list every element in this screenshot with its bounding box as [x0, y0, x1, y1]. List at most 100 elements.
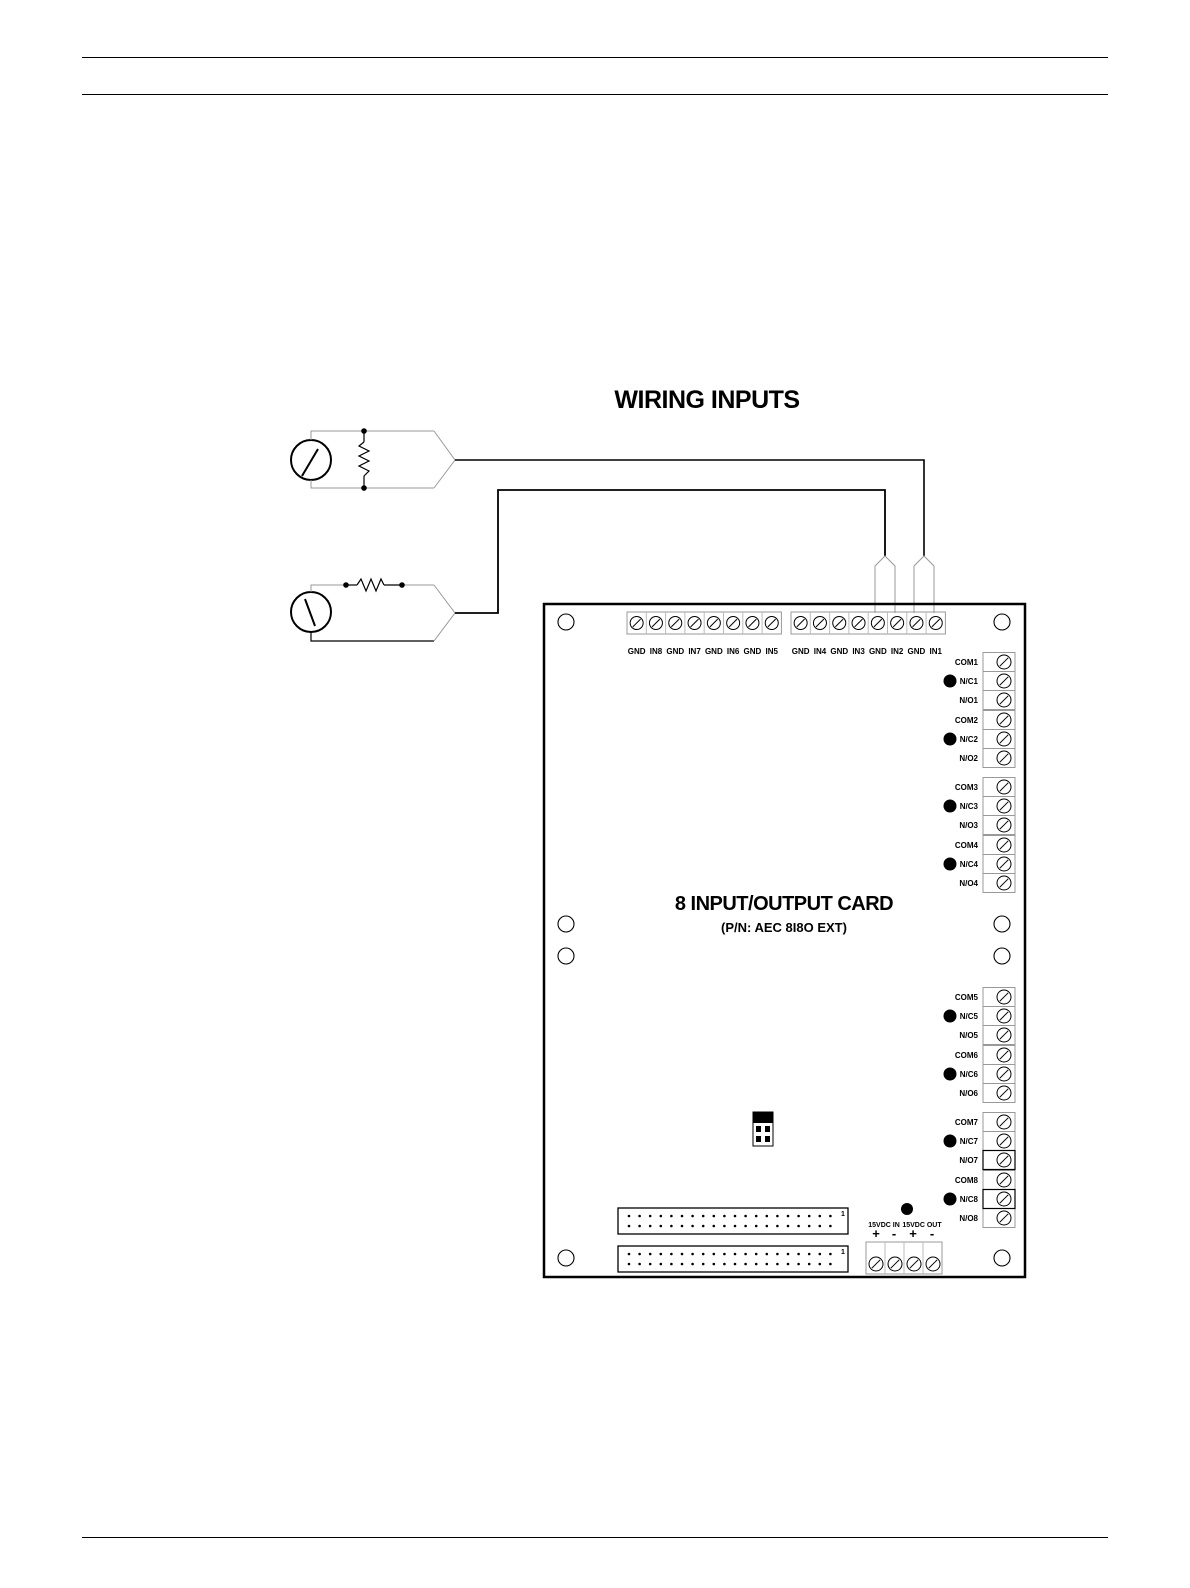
relay-screw-no4: [997, 876, 1011, 890]
terminal-label-gnd: GND: [705, 647, 723, 656]
relay-label-com1: COM1: [955, 658, 979, 667]
relay-screw-nc1: [997, 674, 1011, 688]
terminal-screw-gnd: [794, 617, 807, 630]
terminal-label-in2: IN2: [891, 647, 904, 656]
terminal-screw-in8: [649, 617, 662, 630]
relay-label-no4: N/O4: [959, 879, 978, 888]
wire-1: [455, 460, 924, 556]
input-device-1: [291, 431, 924, 556]
terminal-label-gnd: GND: [869, 647, 887, 656]
power-screw-3: [907, 1257, 921, 1271]
relay-led-5: [944, 1010, 957, 1023]
terminal-label-gnd: GND: [792, 647, 810, 656]
relay-label-com4: COM4: [955, 841, 979, 850]
relay-screw-com5: [997, 990, 1011, 1004]
relay-screw-no2: [997, 751, 1011, 765]
relay-label-no3: N/O3: [959, 821, 978, 830]
relay-screw-com8: [997, 1173, 1011, 1187]
terminal-label-gnd: GND: [744, 647, 762, 656]
relay-screw-com3: [997, 780, 1011, 794]
relay-label-com7: COM7: [955, 1118, 979, 1127]
terminal-screw-gnd: [630, 617, 643, 630]
power-out-plus: +: [909, 1226, 917, 1241]
relay-screw-com4: [997, 838, 1011, 852]
relay-label-nc4: N/C4: [960, 860, 979, 869]
relay-screw-no7: [997, 1153, 1011, 1167]
relay-led-4: [944, 858, 957, 871]
terminal-screw-gnd: [833, 617, 846, 630]
terminal-screw-gnd: [910, 617, 923, 630]
relay-label-nc3: N/C3: [960, 802, 979, 811]
relay-screw-com1: [997, 655, 1011, 669]
relay-label-nc7: N/C7: [960, 1137, 979, 1146]
relay-screw-nc5: [997, 1009, 1011, 1023]
relay-led-2: [944, 733, 957, 746]
terminal-label-gnd: GND: [628, 647, 646, 656]
relay-label-com5: COM5: [955, 993, 979, 1002]
mounting-holes: [558, 614, 1010, 1266]
relay-screw-no1: [997, 693, 1011, 707]
relay-label-nc1: N/C1: [960, 677, 979, 686]
parallel-resistor-icon: [359, 442, 369, 476]
relay-label-no1: N/O1: [959, 696, 978, 705]
power-terminal-block: [866, 1242, 942, 1274]
wire-2: [455, 490, 885, 613]
diagram-title: WIRING INPUTS: [614, 386, 799, 414]
power-in-plus: +: [872, 1226, 880, 1241]
relay-screw-no6: [997, 1086, 1011, 1100]
terminal-screw-in3: [852, 617, 865, 630]
terminal-screw-gnd: [746, 617, 759, 630]
power-out-minus: -: [930, 1226, 934, 1241]
terminal-screw-gnd: [669, 617, 682, 630]
relay-screw-nc2: [997, 732, 1011, 746]
relay-screw-com2: [997, 713, 1011, 727]
card-title: 8 INPUT/OUTPUT CARD: [675, 893, 893, 915]
jumper-block: [753, 1112, 773, 1146]
relay-label-no7: N/O7: [959, 1156, 978, 1165]
relay-led-1: [944, 675, 957, 688]
terminal-label-in7: IN7: [688, 647, 701, 656]
ribbon-header-1: [618, 1208, 848, 1234]
terminal-screw-gnd: [871, 617, 884, 630]
relay-led-3: [944, 800, 957, 813]
terminal-label-gnd: GND: [666, 647, 684, 656]
terminal-label-in6: IN6: [727, 647, 740, 656]
relay-label-nc8: N/C8: [960, 1195, 979, 1204]
power-indicator-led: [901, 1203, 913, 1215]
header-1-pin1-label: 1: [841, 1211, 845, 1218]
relay-label-no2: N/O2: [959, 754, 978, 763]
terminal-screw-in5: [765, 617, 778, 630]
relay-label-no6: N/O6: [959, 1089, 978, 1098]
relay-label-com8: COM8: [955, 1176, 979, 1185]
power-in-minus: -: [892, 1226, 896, 1241]
relay-screw-nc7: [997, 1134, 1011, 1148]
series-resistor-icon: [357, 579, 384, 591]
relay-label-nc6: N/C6: [960, 1070, 979, 1079]
relay-led-6: [944, 1068, 957, 1081]
relay-screw-no3: [997, 818, 1011, 832]
relay-screw-com7: [997, 1115, 1011, 1129]
terminal-label-in1: IN1: [930, 647, 943, 656]
relay-screw-no8: [997, 1211, 1011, 1225]
relay-screw-nc6: [997, 1067, 1011, 1081]
terminal-screw-in2: [891, 617, 904, 630]
relay-screw-nc4: [997, 857, 1011, 871]
terminal-label-in5: IN5: [766, 647, 779, 656]
ribbon-headers: [618, 1208, 848, 1272]
terminal-label-gnd: GND: [830, 647, 848, 656]
relay-screw-no5: [997, 1028, 1011, 1042]
ribbon-header-2: [618, 1246, 848, 1272]
relay-led-7: [944, 1135, 957, 1148]
relay-screw-com6: [997, 1048, 1011, 1062]
terminal-screw-in7: [688, 617, 701, 630]
terminal-screw-in1: [929, 617, 942, 630]
card-part-number: (P/N: AEC 8I8O EXT): [721, 920, 847, 935]
power-screw-2: [888, 1257, 902, 1271]
relay-terminal-block: COM1N/C1N/O1COM2N/C2N/O2COM3N/C3N/O3COM4…: [944, 653, 1016, 1228]
relay-label-nc5: N/C5: [960, 1012, 979, 1021]
relay-screw-nc8: [997, 1192, 1011, 1206]
terminal-screw-gnd: [707, 617, 720, 630]
relay-label-com2: COM2: [955, 716, 979, 725]
terminal-label-in3: IN3: [852, 647, 865, 656]
